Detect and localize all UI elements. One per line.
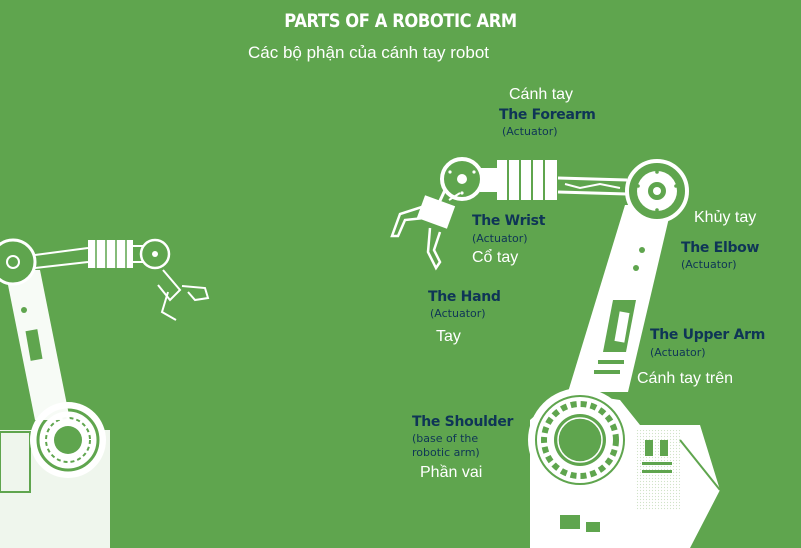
left-robot-arm	[0, 238, 210, 548]
hand-label-en: The Hand	[428, 289, 501, 305]
upper-arm-label-vi: Cánh tay trên	[637, 370, 734, 387]
forearm-label-sub: (Actuator)	[502, 125, 558, 138]
elbow-label-vi: Khủy tay	[694, 209, 757, 226]
shoulder-label-en: The Shoulder	[412, 414, 514, 430]
wrist-label-vi: Cổ tay	[472, 249, 519, 266]
wrist-label-sub: (Actuator)	[472, 232, 528, 245]
main-robot-arm	[390, 157, 721, 548]
forearm-label-vi: Cánh tay	[509, 86, 574, 103]
shoulder-label-sub-line1: (base of the	[412, 432, 479, 445]
wrist-label-en: The Wrist	[472, 213, 546, 229]
page-title: PARTS OF A ROBOTIC ARM	[284, 10, 517, 32]
shoulder-label-vi: Phần vai	[420, 464, 483, 481]
upper-arm-label-sub: (Actuator)	[650, 346, 706, 359]
page-subtitle: Các bộ phận của cánh tay robot	[248, 43, 489, 62]
shoulder-label-sub-line2: robotic arm)	[412, 446, 480, 459]
elbow-label-sub: (Actuator)	[681, 258, 737, 271]
forearm-label-en: The Forearm	[499, 107, 596, 123]
upper-arm-label-en: The Upper Arm	[650, 327, 765, 343]
elbow-label-en: The Elbow	[681, 240, 760, 256]
hand-label-vi: Tay	[436, 328, 461, 345]
hand-label-sub: (Actuator)	[430, 307, 486, 320]
